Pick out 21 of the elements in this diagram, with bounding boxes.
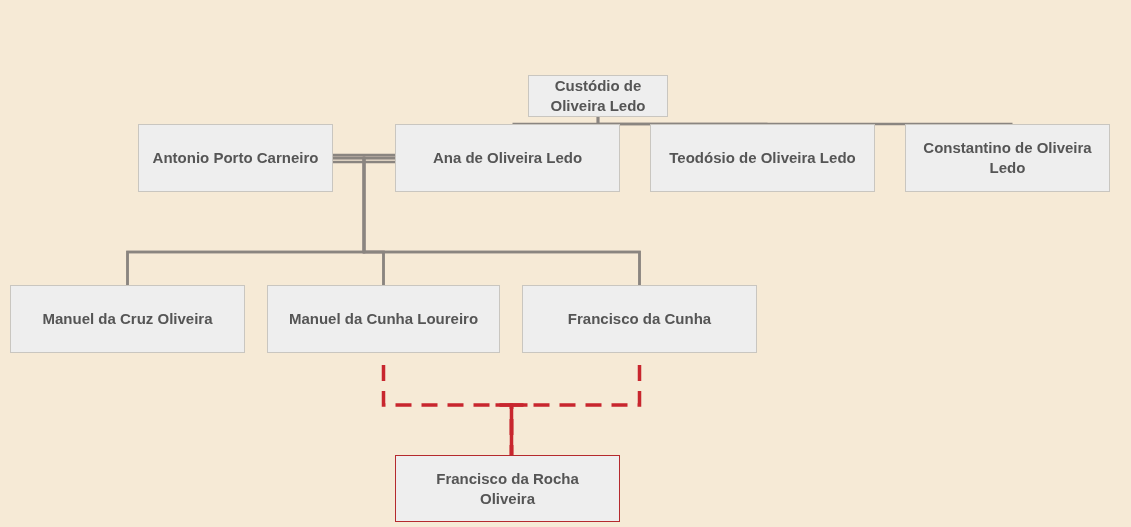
person-box	[395, 124, 620, 192]
person-name: Custódio de Oliveira Ledo	[549, 76, 647, 116]
person-name: Manuel da Cunha Loureiro	[288, 309, 479, 329]
person-box	[528, 75, 668, 117]
person-name: Francisco da Rocha Oliveira	[435, 468, 580, 509]
connector-line	[331, 153, 397, 164]
connector-line	[495, 403, 530, 455]
person-name: Ana de Oliveira Ledo	[432, 148, 583, 168]
person-name: Manuel da Cruz Oliveira	[42, 309, 213, 329]
person-box	[395, 455, 620, 522]
person-name: Teodósio de Oliveira Ledo	[669, 148, 856, 168]
person-box	[267, 285, 500, 353]
person-name: Francisco da Cunha	[567, 309, 712, 329]
person-box	[650, 124, 875, 192]
person-box	[138, 124, 333, 192]
person-name: Antonio Porto Carneiro	[152, 148, 319, 168]
person-box	[522, 285, 757, 353]
person-box	[905, 124, 1110, 192]
connector-line	[596, 117, 1014, 126]
person-name: Constantino de Oliveira Ledo	[922, 138, 1093, 178]
person-box	[10, 285, 245, 353]
